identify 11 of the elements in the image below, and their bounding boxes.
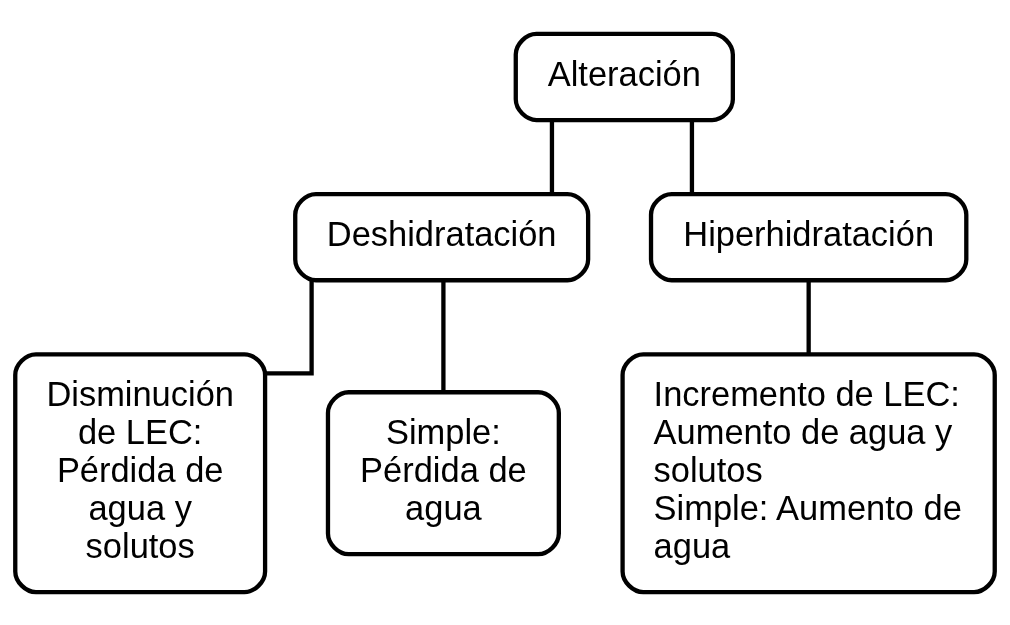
connector xyxy=(549,120,555,194)
connector xyxy=(806,280,811,354)
connector xyxy=(441,280,446,392)
node-box: Simple: Pérdida de agua xyxy=(325,389,561,556)
node-box: Hiperhidratación xyxy=(648,191,969,282)
node-box: Incremento de LEC: Aumento de agua y solutos Simple: Aumento de agua xyxy=(620,351,997,594)
connector xyxy=(265,280,314,375)
node-box: Alteración xyxy=(513,31,735,122)
node-box: Deshidratación xyxy=(293,191,591,282)
node-box: Disminución de LEC: Pérdida de agua y solutos xyxy=(13,351,268,594)
connector xyxy=(689,120,695,194)
